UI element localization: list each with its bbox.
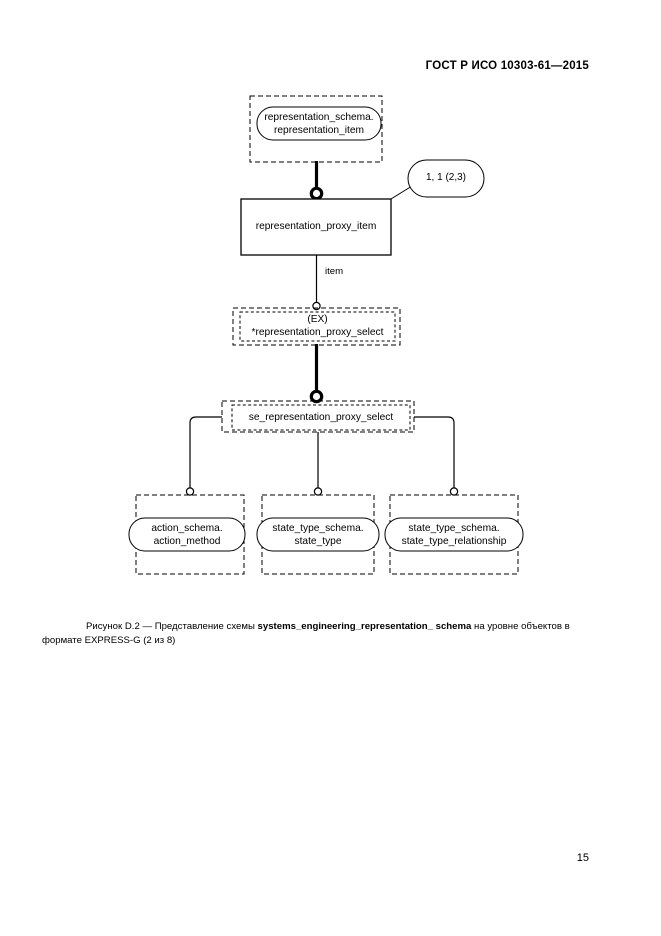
select-node-se-representation-proxy-select (231, 404, 411, 431)
select-node-representation-proxy-select (239, 311, 396, 342)
select-label-representation-proxy-select-line1: (EX) (307, 314, 328, 325)
entity-label-state-type-relationship: state_type_schema. state_type_relationsh… (385, 522, 523, 548)
attribute-circle-item (312, 301, 321, 311)
entity-label-representation-item: representation_schema. representation_it… (257, 111, 381, 137)
document-header-standard-number: ГОСТ Р ИСО 10303-61—2015 (425, 60, 589, 72)
branch-circle-action-method (185, 487, 195, 496)
entity-label-representation-item-line2: representation_item (273, 125, 365, 136)
page-reference-oval (407, 159, 485, 198)
entity-label-state-type: state_type_schema. state_type (257, 522, 379, 548)
schema-box-representation-proxy-select-outer (232, 307, 401, 346)
select-label-representation-proxy-select-line2: *representation_proxy_select (251, 327, 384, 338)
entity-label-state-type-line1: state_type_schema. (272, 523, 364, 534)
caption-prefix: Рисунок D.2 — Представление схемы (86, 621, 258, 632)
entity-label-state-type-line2: state_type (294, 536, 342, 547)
select-label-representation-proxy-select: (EX) *representation_proxy_select (240, 313, 395, 339)
page-number: 15 (576, 852, 589, 864)
page-reference-leader-line (390, 185, 413, 200)
entity-label-state-type-relationship-line1: state_type_schema. (408, 523, 500, 534)
entity-label-representation-proxy-item-text: representation_proxy_item (255, 221, 377, 232)
schema-box-state-type-schema-relationship (389, 494, 519, 575)
branch-line-action-method (189, 416, 222, 488)
select-label-se-representation-proxy-select: se_representation_proxy_select (232, 411, 410, 424)
attribute-label-item: item (325, 266, 344, 277)
relationship-circle-supertype (309, 186, 324, 201)
entity-node-representation-item (256, 106, 382, 141)
page-reference-text: 1, 1 (2,3) (425, 172, 467, 183)
entity-node-action-method (128, 517, 246, 552)
express-g-diagram (128, 95, 524, 575)
branch-circle-state-type (313, 487, 323, 496)
caption-suffix: на уровне объектов в (471, 621, 570, 632)
branch-line-state-type-relationship (414, 416, 455, 488)
entity-label-representation-item-line1: representation_schema. (264, 112, 374, 123)
entity-label-state-type-relationship-line2: state_type_relationship (401, 536, 507, 547)
schema-box-state-type-schema (261, 494, 375, 575)
entity-node-state-type (256, 517, 380, 552)
select-label-se-representation-proxy-select-text: se_representation_proxy_select (248, 412, 394, 423)
entity-label-action-method-line1: action_schema. (151, 523, 223, 534)
figure-caption: Рисунок D.2 — Представление схемы system… (42, 620, 602, 647)
branch-circle-state-type-relationship (449, 487, 459, 496)
relationship-circle-select-supertype (309, 389, 324, 404)
entity-node-state-type-relationship (384, 517, 524, 552)
schema-box-se-representation-proxy-select-outer (221, 400, 415, 433)
caption-line2: формате EXPRESS-G (2 из 8) (42, 634, 176, 646)
entity-label-representation-proxy-item: representation_proxy_item (241, 220, 391, 233)
caption-schema-name: systems_engineering_representation_ sche… (257, 621, 472, 632)
entity-label-action-method-line2: action_method (153, 536, 221, 547)
entity-label-action-method: action_schema. action_method (129, 522, 245, 548)
